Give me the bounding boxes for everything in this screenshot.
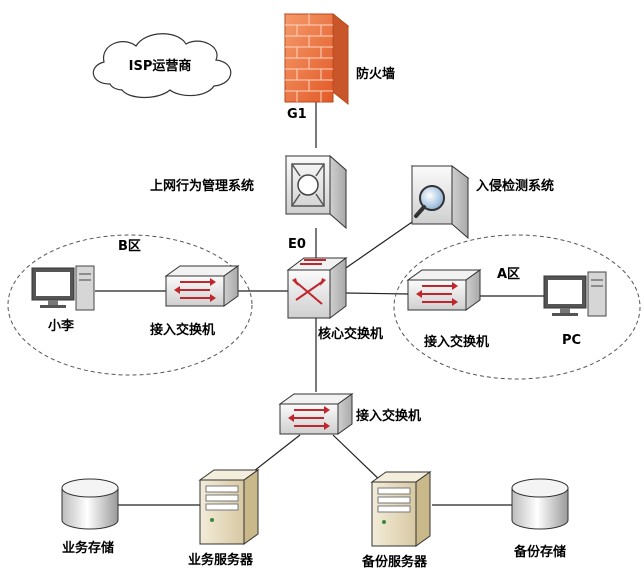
ids-label: 入侵检测系统	[476, 178, 554, 194]
link-core-ids	[342, 219, 416, 271]
core-switch-icon	[286, 257, 348, 319]
connections	[95, 100, 545, 506]
biz-storage-label: 业务存储	[62, 540, 114, 556]
link-access-backupserver	[332, 434, 386, 486]
cloud-icon	[92, 33, 232, 99]
backup-storage-label: 备份存储	[513, 544, 566, 560]
access-switch-a-label: 接入交换机	[424, 334, 489, 350]
switch-icon	[278, 393, 354, 435]
link-core-accessa	[344, 292, 409, 295]
zone-b-label: B区	[118, 239, 141, 254]
server-tower-icon	[198, 469, 260, 545]
switch-icon	[164, 265, 240, 307]
zone-a-label: A区	[497, 267, 520, 282]
behavior-management-appliance-icon	[284, 154, 348, 230]
access-switch-b-label: 接入交换机	[150, 322, 215, 338]
magnifier-appliance-icon	[410, 165, 470, 240]
behavior-mgmt-label: 上网行为管理系统	[150, 178, 254, 194]
server-tower-icon	[370, 471, 432, 547]
storage-cylinder-icon	[511, 478, 569, 530]
workstation-icon	[543, 271, 607, 317]
port-g1-label: G1	[287, 107, 307, 122]
workstation-icon	[31, 265, 95, 311]
core-switch-label: 核心交换机	[318, 326, 383, 342]
isp-label: ISP运营商	[129, 58, 192, 74]
pc-label: PC	[562, 333, 581, 348]
access-switch-bottom-label: 接入交换机	[356, 408, 421, 424]
firewall-label: 防火墙	[356, 66, 395, 82]
switch-icon	[406, 269, 482, 311]
backup-server-label: 备份服务器	[361, 554, 428, 570]
xiaoli-label: 小李	[48, 318, 75, 334]
biz-server-label: 业务服务器	[188, 552, 254, 568]
zone-a-boundary	[393, 234, 641, 380]
storage-cylinder-icon	[61, 478, 119, 530]
firewall-icon	[283, 12, 350, 106]
port-e0-label: E0	[288, 237, 306, 252]
zone-b-boundary	[7, 234, 253, 376]
